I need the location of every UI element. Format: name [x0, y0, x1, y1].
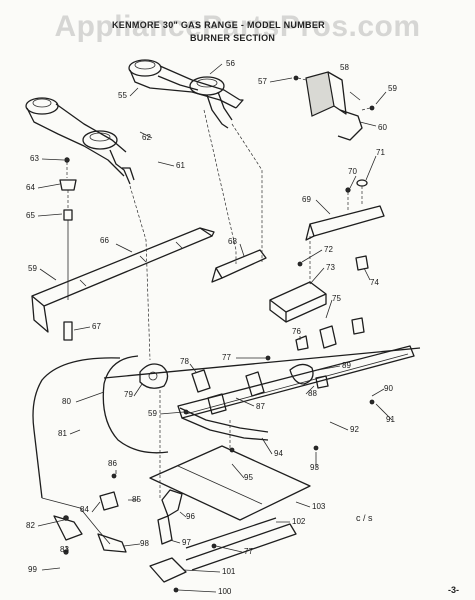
label-59-top: 59: [388, 84, 397, 93]
label-91: 91: [386, 415, 395, 424]
part-bracket-68: [211, 249, 267, 283]
label-56: 56: [226, 59, 235, 68]
label-81: 81: [58, 429, 67, 438]
alignment-lines: [129, 109, 311, 498]
part-burner-rear-right: [128, 59, 244, 129]
leader-lines: [37, 63, 393, 593]
label-89: 89: [342, 361, 351, 370]
label-71: 71: [376, 148, 385, 157]
part-valves-front-row: [139, 355, 375, 451]
label-82: 82: [26, 521, 35, 530]
label-86: 86: [108, 459, 117, 468]
label-55: 55: [118, 91, 127, 100]
label-88: 88: [308, 389, 317, 398]
label-85: 85: [132, 495, 141, 504]
label-84: 84: [80, 505, 89, 514]
label-57: 57: [258, 77, 267, 86]
label-92: 92: [350, 425, 359, 434]
label-97: 97: [182, 538, 191, 547]
label-100: 100: [218, 587, 232, 596]
label-99: 99: [28, 565, 37, 574]
part-spark-module-58: [293, 71, 375, 141]
label-63: 63: [30, 154, 39, 163]
diagram-title: KENMORE 30" GAS RANGE - MODEL NUMBER: [112, 20, 325, 30]
label-96: 96: [186, 512, 195, 521]
drawing-code: c / s: [356, 513, 373, 523]
label-61: 61: [176, 161, 185, 170]
label-64: 64: [26, 183, 35, 192]
page-number: -3-: [448, 585, 459, 595]
label-58: 58: [340, 63, 349, 72]
label-73: 73: [326, 263, 335, 272]
label-102: 102: [292, 517, 306, 526]
label-98: 98: [140, 539, 149, 548]
label-78: 78: [180, 357, 189, 366]
label-95: 95: [244, 473, 253, 482]
label-60: 60: [378, 123, 387, 132]
label-67: 67: [92, 322, 101, 331]
label-101: 101: [222, 567, 236, 576]
part-manifold-92: [177, 345, 415, 441]
label-87: 87: [256, 402, 265, 411]
label-65: 65: [26, 211, 35, 220]
label-93: 93: [310, 463, 319, 472]
part-cover-73: [269, 261, 327, 323]
label-68: 68: [228, 237, 237, 246]
label-77-upper: 77: [222, 353, 231, 362]
section-title: BURNER SECTION: [190, 33, 276, 43]
label-70: 70: [348, 167, 357, 176]
part-oven-tube-102: [149, 489, 297, 593]
part-oven-burner-103: [149, 445, 311, 521]
part-bracket-69: [305, 179, 385, 241]
label-59-left: 59: [28, 264, 37, 273]
label-74: 74: [370, 278, 379, 287]
label-94: 94: [274, 449, 283, 458]
label-103: 103: [312, 502, 326, 511]
label-90: 90: [384, 384, 393, 393]
part-tubing-80-81: [32, 347, 421, 555]
label-80: 80: [62, 397, 71, 406]
part-burner-support-66: [31, 227, 215, 333]
label-79: 79: [124, 390, 133, 399]
label-59-middle: 59: [148, 409, 157, 418]
part-burner-front-left: [25, 97, 135, 185]
label-76: 76: [292, 327, 301, 336]
label-62: 62: [142, 133, 151, 142]
label-72: 72: [324, 245, 333, 254]
label-69: 69: [302, 195, 311, 204]
label-75: 75: [332, 294, 341, 303]
label-77-lower: 77: [244, 547, 253, 556]
part-left-fittings: [59, 157, 77, 341]
label-66: 66: [100, 236, 109, 245]
label-83: 83: [60, 545, 69, 554]
part-labels: 56 55 57 58 59 60 61 62 63 64 65 66 59 6…: [26, 59, 397, 596]
part-valve-74-75: [295, 255, 369, 351]
